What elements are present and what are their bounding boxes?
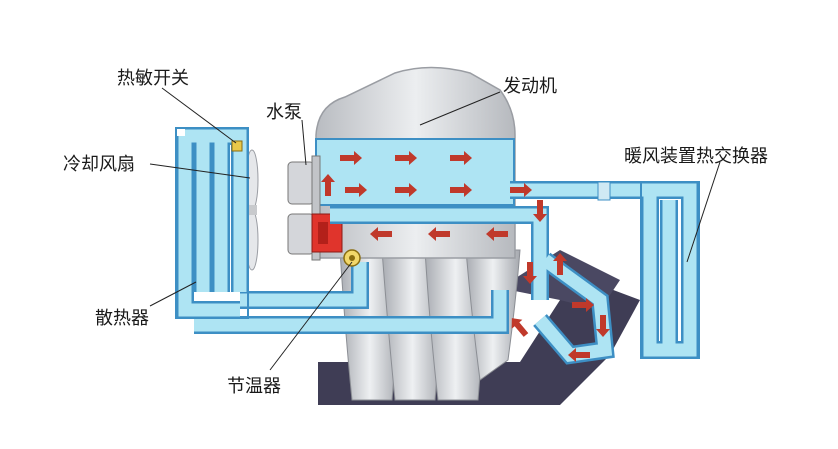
flow-arrow xyxy=(395,151,417,165)
flow-arrow xyxy=(321,174,335,196)
flow-arrow xyxy=(345,183,367,197)
engine-water-jacket xyxy=(315,138,515,206)
label-radiator: 散热器 xyxy=(95,308,149,329)
label-thermo-switch: 热敏开关 xyxy=(117,68,189,89)
flow-arrow xyxy=(450,183,472,197)
flow-arrow xyxy=(450,151,472,165)
label-water-pump: 水泵 xyxy=(266,102,302,123)
label-heater-core: 暖风装置热交换器 xyxy=(624,146,768,167)
radiator xyxy=(175,127,249,319)
flow-arrow xyxy=(572,298,594,312)
thermostat xyxy=(343,249,361,267)
flow-arrows xyxy=(321,151,610,362)
flow-arrow xyxy=(553,253,567,275)
label-engine: 发动机 xyxy=(503,76,557,97)
flow-arrow xyxy=(533,200,547,222)
thermo-switch xyxy=(231,140,243,152)
flow-arrow xyxy=(510,183,532,197)
label-thermostat: 节温器 xyxy=(227,376,281,397)
flow-arrow xyxy=(428,227,450,241)
flow-arrow xyxy=(340,151,362,165)
flow-arrow xyxy=(486,227,508,241)
flow-arrow xyxy=(370,227,392,241)
flow-arrow xyxy=(511,318,529,337)
leader-lines xyxy=(149,87,721,371)
label-cooling-fan: 冷却风扇 xyxy=(63,154,135,175)
heater-core xyxy=(597,181,700,359)
flow-arrow xyxy=(568,348,590,362)
coolant-pipes xyxy=(176,127,699,365)
flow-arrow xyxy=(395,183,417,197)
flow-arrow xyxy=(596,315,610,337)
flow-arrow xyxy=(523,262,537,284)
